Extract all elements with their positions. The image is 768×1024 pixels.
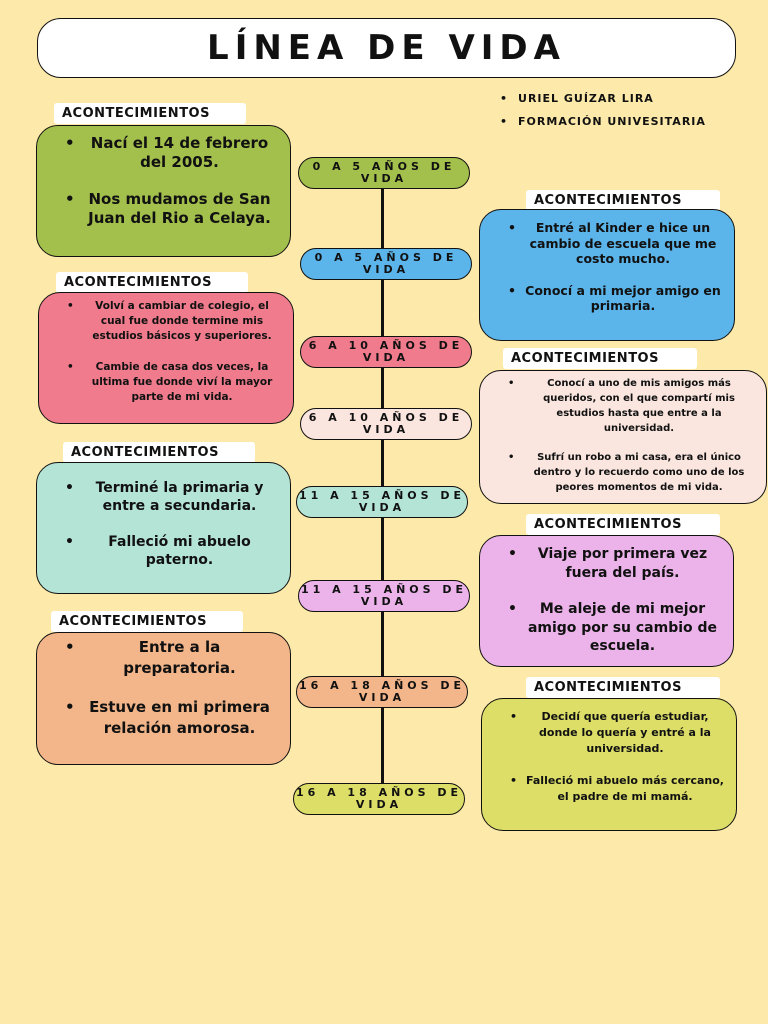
section-label: ACONTECIMIENTOS <box>54 103 246 124</box>
timeline-pill-6-10-b: 6 A 10 AÑOS DE VIDA <box>300 408 472 440</box>
event-item: Cambie de casa dos veces, la ultima fue … <box>39 360 293 405</box>
section-label: ACONTECIMIENTOS <box>503 348 697 369</box>
section-label: ACONTECIMIENTOS <box>526 514 720 535</box>
event-item: Conocí a uno de mis amigos más queridos,… <box>480 376 766 436</box>
section-label: ACONTECIMIENTOS <box>56 272 248 293</box>
section-label: ACONTECIMIENTOS <box>51 611 243 632</box>
section-label: ACONTECIMIENTOS <box>526 190 720 211</box>
event-box-6-10-b: Conocí a uno de mis amigos más queridos,… <box>479 370 767 504</box>
event-item: Volví a cambiar de colegio, el cual fue … <box>39 299 293 344</box>
author-info: URIEL GUÍZAR LIRA FORMACIÓN UNIVESITARIA <box>500 92 706 138</box>
author-name: URIEL GUÍZAR LIRA <box>500 92 706 105</box>
section-label: ACONTECIMIENTOS <box>63 442 255 463</box>
page-title: LÍNEA DE VIDA <box>207 28 566 68</box>
event-item: Decidí que quería estudiar, donde lo que… <box>482 709 736 757</box>
timeline-pill-6-10-a: 6 A 10 AÑOS DE VIDA <box>300 336 472 368</box>
event-item: Me aleje de mi mejor amigo por su cambio… <box>480 600 733 656</box>
event-item: Terminé la primaria y entre a secundaria… <box>37 479 290 515</box>
timeline-pill-0-5-b: 0 A 5 AÑOS DE VIDA <box>300 248 472 280</box>
title-box: LÍNEA DE VIDA <box>37 18 736 78</box>
event-box-0-5-b: Entré al Kinder e hice un cambio de escu… <box>479 209 735 341</box>
event-item: Viaje por primera vez fuera del país. <box>480 545 733 582</box>
event-box-6-10-a: Volví a cambiar de colegio, el cual fue … <box>38 292 294 424</box>
event-item: Nos mudamos de San Juan del Rio a Celaya… <box>37 190 290 228</box>
event-box-16-18-a: Entre a la preparatoria. Estuve en mi pr… <box>36 632 291 765</box>
event-item: Falleció mi abuelo paterno. <box>37 533 290 569</box>
timeline-pill-11-15-a: 11 A 15 AÑOS DE VIDA <box>296 486 468 518</box>
event-item: Conocí a mi mejor amigo en primaria. <box>480 283 734 314</box>
event-box-11-15-b: Viaje por primera vez fuera del país. Me… <box>479 535 734 667</box>
event-box-16-18-b: Decidí que quería estudiar, donde lo que… <box>481 698 737 831</box>
event-box-11-15-a: Terminé la primaria y entre a secundaria… <box>36 462 291 594</box>
event-item: Estuve en mi primera relación amorosa. <box>37 697 290 739</box>
timeline-pill-0-5-a: 0 A 5 AÑOS DE VIDA <box>298 157 470 189</box>
program-name: FORMACIÓN UNIVESITARIA <box>500 115 706 128</box>
timeline-pill-11-15-b: 11 A 15 AÑOS DE VIDA <box>298 580 470 612</box>
timeline-pill-16-18-a: 16 A 18 AÑOS DE VIDA <box>296 676 468 708</box>
event-item: Falleció mi abuelo más cercano, el padre… <box>482 773 736 805</box>
event-box-0-5-a: Nací el 14 de febrero del 2005. Nos muda… <box>36 125 291 257</box>
event-item: Sufrí un robo a mi casa, era el único de… <box>480 450 766 495</box>
timeline-pill-16-18-b: 16 A 18 AÑOS DE VIDA <box>293 783 465 815</box>
event-item: Entre a la preparatoria. <box>37 637 290 679</box>
event-item: Nací el 14 de febrero del 2005. <box>37 134 290 172</box>
section-label: ACONTECIMIENTOS <box>526 677 720 698</box>
event-item: Entré al Kinder e hice un cambio de escu… <box>480 220 734 267</box>
